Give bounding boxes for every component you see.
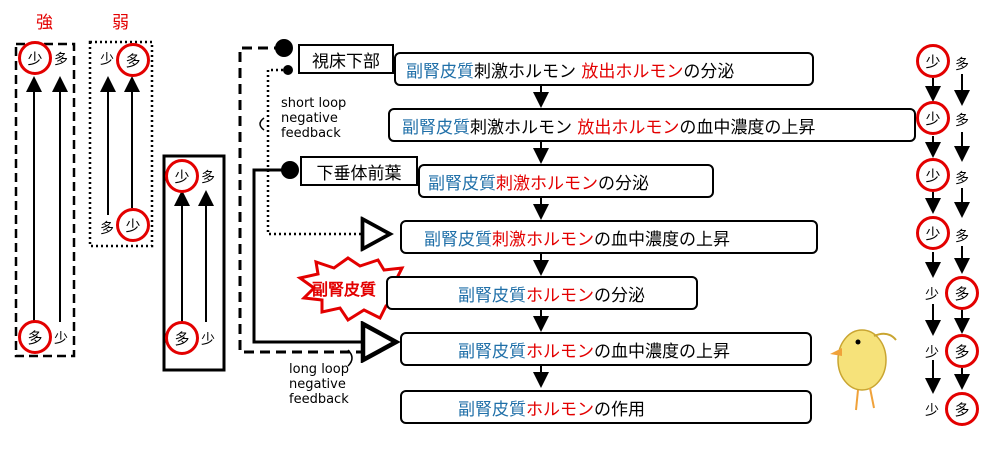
strong-bottom-many: 多 [18,320,52,354]
strong-panel-frame [14,42,76,358]
long-loop-label: long loop negative feedback [289,362,349,407]
short-loop-label: short loop negative feedback [281,96,347,141]
right-row3-many: 多 [955,171,969,187]
normal-panel-frame [162,154,226,372]
step-6-box: 副腎皮質ホルモンの血中濃度の上昇 [400,332,812,366]
right-row1-many: 多 [955,57,969,73]
normal-bottom-many: 多 [165,321,199,355]
right-row5-many: 多 [945,276,979,310]
weak-bottom-few: 少 [116,208,150,242]
right-row4-few: 少 [916,216,950,250]
step-7-box: 副腎皮質ホルモンの作用 [400,390,812,424]
right-row1-few: 少 [916,44,950,78]
right-row6-many: 多 [945,334,979,368]
tag-hypothalamus: 視床下部 [298,44,394,74]
weak-bottom-many: 多 [100,221,114,237]
step-2-box: 副腎皮質刺激ホルモン 放出ホルモンの血中濃度の上昇 [388,108,916,142]
right-row3-few: 少 [916,158,950,192]
adrenal-starburst [296,256,414,323]
step-5-box: 副腎皮質ホルモンの分泌 [386,276,698,310]
normal-top-many: 多 [201,170,215,186]
step-4-box: 副腎皮質刺激ホルモンの血中濃度の上昇 [400,220,818,254]
normal-bottom-few: 少 [201,332,215,348]
step-1-box: 副腎皮質刺激ホルモン 放出ホルモンの分泌 [394,52,814,86]
step-3-box: 副腎皮質刺激ホルモンの分泌 [418,164,714,198]
right-row2-many: 多 [955,113,969,129]
right-row4-many: 多 [955,229,969,245]
strong-bottom-few: 少 [54,331,68,347]
tag-adrenal-cortex: 副腎皮質 [312,280,377,299]
strong-top-many: 多 [54,52,68,68]
right-row7-few: 少 [925,403,939,419]
weak-panel-frame [88,40,154,248]
right-row6-few: 少 [925,345,939,361]
header-weak: 弱 [112,13,129,33]
weak-top-many: 多 [116,43,150,77]
strong-top-few: 少 [18,41,52,75]
chick-icon [830,329,897,411]
tag-pituitary: 下垂体前葉 [300,156,418,186]
header-strong: 強 [36,13,53,33]
normal-top-few: 少 [165,159,199,193]
weak-top-few: 少 [100,52,114,68]
right-row5-few: 少 [925,287,939,303]
right-row2-few: 少 [916,101,950,135]
right-row7-many: 多 [945,392,979,426]
